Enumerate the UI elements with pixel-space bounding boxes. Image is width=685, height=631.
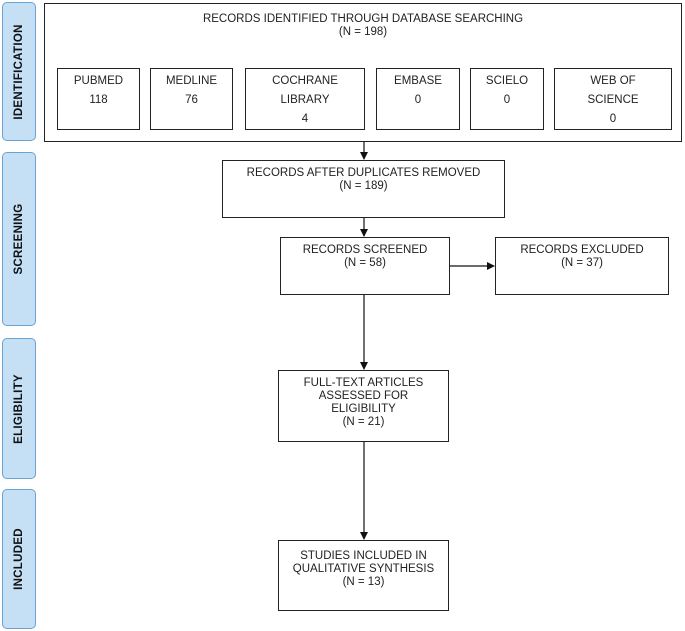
database-name: WEB OF (590, 75, 636, 87)
database-medline-box: MEDLINE 76 (150, 68, 233, 130)
full-text-count: (N = 21) (342, 416, 385, 428)
phase-screening: SCREENING (2, 152, 36, 326)
phase-label: ELIGIBILITY (13, 373, 25, 444)
studies-included-box: STUDIES INCLUDED IN QUALITATIVE SYNTHESI… (278, 540, 449, 611)
database-count: 0 (503, 94, 511, 106)
database-count: 0 (609, 113, 617, 125)
studies-included-line1: STUDIES INCLUDED IN (300, 550, 427, 562)
full-text-assessed-box: FULL-TEXT ARTICLES ASSESSED FOR ELIGIBIL… (278, 370, 449, 442)
records-screened-title: RECORDS SCREENED (302, 244, 428, 256)
database-embase-box: EMBASE 0 (376, 68, 460, 130)
database-name-line2: SCIENCE (587, 94, 639, 106)
database-name: PUBMED (73, 75, 124, 87)
records-screened-count: (N = 58) (344, 257, 386, 269)
database-name: MEDLINE (165, 75, 218, 87)
full-text-line2: ASSESSED FOR (318, 390, 409, 402)
full-text-line3: ELIGIBILITY (331, 403, 396, 415)
database-web-of-science-box: WEB OF SCIENCE 0 (554, 68, 672, 130)
database-name: SCIELO (485, 75, 529, 87)
records-identified-count: (N = 198) (338, 26, 388, 38)
phase-included: INCLUDED (2, 489, 36, 629)
records-screened-box: RECORDS SCREENED (N = 58) (280, 237, 450, 295)
duplicates-removed-box: RECORDS AFTER DUPLICATES REMOVED (N = 18… (222, 160, 505, 218)
database-count: 118 (89, 94, 108, 106)
database-cochrane-box: COCHRANE LIBRARY 4 (245, 68, 365, 130)
phase-label: SCREENING (13, 203, 25, 275)
duplicates-removed-title: RECORDS AFTER DUPLICATES REMOVED (246, 167, 481, 179)
phase-eligibility: ELIGIBILITY (2, 338, 36, 479)
database-name-line2: LIBRARY (280, 94, 330, 106)
database-name: COCHRANE (272, 75, 338, 87)
database-count: 76 (185, 94, 198, 106)
phase-label: IDENTIFICATION (13, 23, 25, 120)
records-excluded-box: RECORDS EXCLUDED (N = 37) (495, 237, 669, 295)
database-count: 0 (414, 94, 422, 106)
records-excluded-title: RECORDS EXCLUDED (520, 244, 644, 256)
records-identified-title: RECORDS IDENTIFIED THROUGH DATABASE SEAR… (202, 13, 524, 25)
studies-included-line2: QUALITATIVE SYNTHESIS (292, 563, 435, 575)
database-scielo-box: SCIELO 0 (470, 68, 544, 130)
database-pubmed-box: PUBMED 118 (57, 68, 140, 130)
records-excluded-count: (N = 37) (561, 257, 603, 269)
database-name: EMBASE (394, 75, 442, 87)
database-count: 4 (301, 113, 309, 125)
studies-included-count: (N = 13) (342, 576, 385, 588)
full-text-line1: FULL-TEXT ARTICLES (303, 377, 424, 389)
duplicates-removed-count: (N = 189) (339, 180, 388, 192)
phase-label: INCLUDED (13, 528, 25, 590)
phase-identification: IDENTIFICATION (2, 2, 36, 141)
